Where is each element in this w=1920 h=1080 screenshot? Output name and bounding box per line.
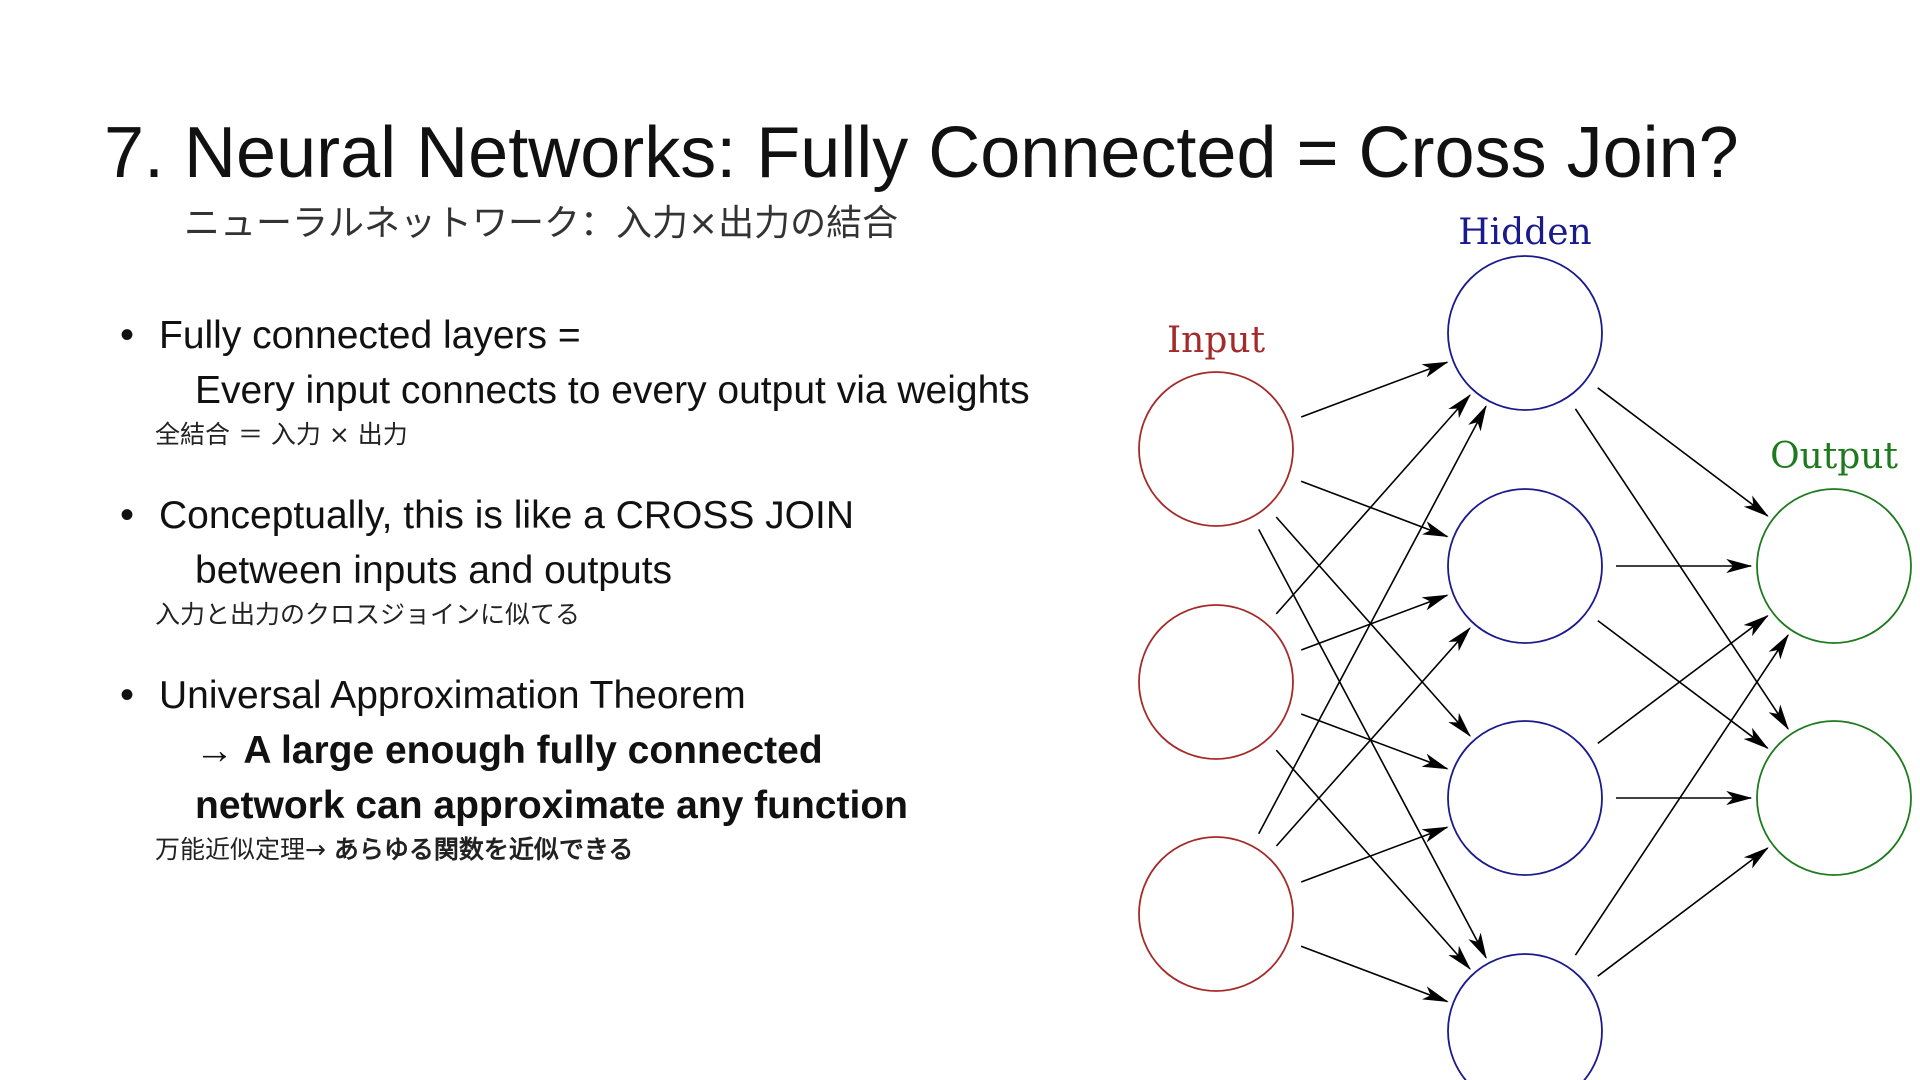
edge-l1-n0-to-n1 xyxy=(1574,408,1789,730)
bullet-dot: • xyxy=(120,493,135,537)
output-node-1 xyxy=(1756,488,1912,644)
edge-l0-n0-to-n2 xyxy=(1275,516,1471,737)
hidden-node-2 xyxy=(1447,488,1603,644)
bullet-universal-approximation: • Universal Approximation Theorem → A la… xyxy=(120,668,1080,867)
input-node-3 xyxy=(1138,836,1294,992)
edge-l0-n1-to-n1 xyxy=(1300,594,1449,651)
bullet-line: → A large enough fully connected xyxy=(195,729,823,772)
bullet-note: 入力と出力のクロスジョインに似てる xyxy=(155,600,581,629)
bullet-line: Fully connected layers = xyxy=(159,314,581,357)
output-node-2 xyxy=(1756,720,1912,876)
edges xyxy=(1257,361,1789,1003)
input-node-2 xyxy=(1138,604,1294,760)
edge-l1-n0-to-n0 xyxy=(1597,387,1769,517)
bullet-dot: • xyxy=(120,313,135,357)
bullet-line: between inputs and outputs xyxy=(195,549,673,592)
bullet-note-prefix: 万能近似定理→ xyxy=(155,835,334,864)
edge-l0-n1-to-n0 xyxy=(1275,394,1471,615)
nodes xyxy=(1138,255,1912,1080)
edge-l1-n2-to-n0 xyxy=(1597,615,1769,745)
edge-l1-n3-to-n0 xyxy=(1574,634,1789,956)
output-layer-label: Output xyxy=(1770,436,1898,477)
edge-l1-n1-to-n1 xyxy=(1597,619,1769,749)
slide-subtitle: ニューラルネットワーク：入力×出力の結合 xyxy=(184,203,899,244)
bullet-note: 万能近似定理→ あらゆる関数を近似できる xyxy=(120,833,1080,867)
edge-l0-n2-to-n0 xyxy=(1257,405,1487,835)
edge-l1-n3-to-n1 xyxy=(1597,847,1769,977)
slide-title: 7. Neural Networks: Fully Connected = Cr… xyxy=(104,113,1739,193)
edge-l0-n0-to-n3 xyxy=(1257,529,1487,959)
edge-l0-n2-to-n3 xyxy=(1300,945,1449,1003)
hidden-node-3 xyxy=(1447,720,1603,876)
bullet-line: Universal Approximation Theorem xyxy=(159,674,746,717)
edge-l0-n1-to-n3 xyxy=(1275,749,1471,970)
bullet-line: network can approximate any function xyxy=(195,784,908,827)
bullet-dot: • xyxy=(120,673,135,717)
bullet-line: Every input connects to every output via… xyxy=(195,369,1030,412)
edge-l0-n2-to-n1 xyxy=(1275,627,1471,847)
edge-l0-n0-to-n0 xyxy=(1300,361,1449,418)
bullet-line: Conceptually, this is like a CROSS JOIN xyxy=(159,494,855,537)
hidden-layer-label: Hidden xyxy=(1458,212,1592,253)
edge-l0-n1-to-n2 xyxy=(1300,713,1449,770)
bullet-fully-connected: • Fully connected layers = Every input c… xyxy=(120,308,1080,452)
edge-l0-n2-to-n2 xyxy=(1300,826,1449,883)
hidden-node-4 xyxy=(1447,953,1603,1080)
bullet-note: 全結合 ＝ 入力 × 出力 xyxy=(155,420,408,449)
bullet-note-bold: あらゆる関数を近似できる xyxy=(333,835,634,864)
bullet-cross-join: • Conceptually, this is like a CROSS JOI… xyxy=(120,488,1080,632)
input-node-1 xyxy=(1138,371,1294,527)
hidden-node-1 xyxy=(1447,255,1603,411)
bullet-list: • Fully connected layers = Every input c… xyxy=(120,308,1080,867)
edge-l0-n0-to-n1 xyxy=(1300,480,1449,538)
input-layer-label: Input xyxy=(1167,320,1266,361)
